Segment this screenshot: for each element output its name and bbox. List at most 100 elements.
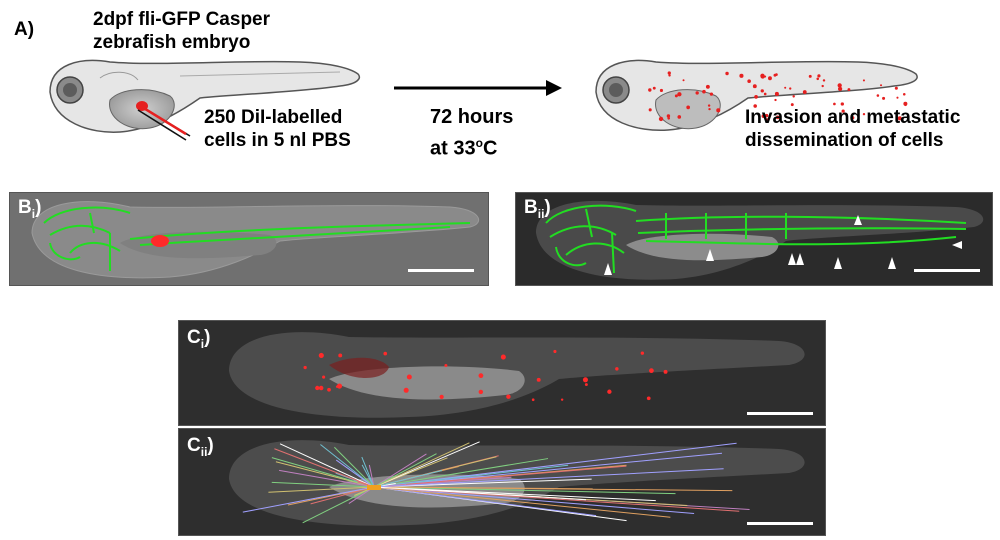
cell-dot [752, 84, 757, 89]
migration-track [373, 486, 597, 517]
cell-dot [648, 88, 652, 92]
panel-cii-sub: ii [200, 444, 208, 459]
cell-dot [506, 394, 511, 399]
cell-dot [318, 352, 324, 359]
cell-dot [667, 117, 670, 120]
migration-track [302, 486, 375, 524]
migration-track [279, 443, 375, 488]
cell-dot [667, 71, 671, 75]
cell-dot [753, 104, 757, 108]
cell-dot [652, 86, 656, 90]
migration-track [373, 478, 592, 488]
migration-track [373, 486, 587, 501]
time-line-1: 72 hours [430, 106, 514, 128]
migration-track [373, 486, 695, 514]
cell-dot [686, 105, 690, 110]
cell-dot [327, 387, 331, 392]
arrow-right-icon [394, 80, 562, 96]
cell-dot [816, 77, 820, 81]
panel-bi-label: Bi) [18, 197, 41, 221]
migration-track [361, 464, 375, 488]
migration-track [373, 453, 427, 488]
cell-dot [896, 96, 899, 99]
migration-track [373, 469, 443, 488]
cell-dot [658, 116, 664, 122]
cell-dot [659, 88, 664, 93]
cell-dot [695, 91, 699, 95]
inject-line-2: cells in 5 nl PBS [204, 130, 351, 151]
cell-dot [768, 76, 772, 81]
panel-bii-label: Bii) [524, 197, 551, 221]
cell-dot [716, 108, 721, 113]
cell-dot [584, 383, 588, 387]
cell-dot [841, 109, 845, 113]
cell-dot [840, 102, 844, 106]
cell-dot [760, 89, 764, 93]
cell-dot [607, 389, 612, 394]
scale-bar [408, 269, 474, 272]
cell-dot [789, 87, 792, 90]
title-line-1: 2dpf fli-GFP Casper [93, 9, 271, 30]
cell-dot [817, 74, 821, 78]
cell-dot [439, 394, 444, 399]
cell-dot [318, 385, 324, 391]
cell-dot [478, 373, 484, 379]
panel-cii-main: C [187, 435, 201, 456]
migration-track [373, 464, 569, 488]
cell-dot [792, 95, 795, 98]
migration-track [271, 457, 375, 488]
migration-track [373, 458, 549, 488]
cell-dot [876, 94, 880, 97]
result-line-1: Invasion and metastatic [745, 107, 961, 128]
cell-dot [666, 114, 671, 118]
cell-dot [640, 351, 645, 355]
migration-track [279, 469, 375, 488]
cell-dot [335, 385, 339, 388]
cell-dot [336, 383, 343, 389]
panel-ci-label: Ci) [187, 327, 210, 351]
migration-track [242, 486, 375, 513]
cell-dot [763, 92, 767, 96]
embryo-drawing-before [49, 59, 361, 141]
migration-track [373, 442, 470, 488]
migration-track [368, 464, 375, 488]
cell-dot [303, 365, 307, 370]
cell-dot [822, 79, 826, 82]
cell-dot [897, 116, 902, 121]
migration-track [274, 448, 375, 488]
cell-dot [775, 115, 780, 120]
panel-bii-sub: ii [537, 206, 545, 221]
migration-track [320, 444, 375, 488]
cell-dot [847, 88, 851, 92]
cell-dot [702, 89, 706, 94]
cell-dot [765, 118, 770, 123]
cell-dot [677, 92, 682, 97]
panel-ci-close: ) [204, 327, 211, 348]
scale-bar [914, 269, 980, 272]
time-suffix: C [482, 137, 498, 160]
scale-bar [747, 412, 813, 415]
cell-dot [904, 103, 907, 107]
cell-dot [615, 367, 619, 371]
migration-track [373, 486, 676, 495]
embryo-drawing-after [595, 59, 918, 131]
cell-dot [773, 73, 777, 77]
micrograph-ci: Ci) [178, 320, 826, 426]
cell-dot [646, 396, 651, 401]
cell-dot [478, 389, 484, 395]
panel-bii-close: ) [544, 197, 551, 218]
cell-dot [882, 96, 886, 100]
title-line-2: zebrafish embryo [93, 32, 251, 53]
cell-dot [802, 90, 807, 94]
cell-dot [674, 94, 678, 98]
cell-dot [531, 398, 535, 402]
migration-track [373, 486, 656, 502]
incubation-text: 72 hours at 33oC [430, 104, 513, 162]
migration-track [373, 486, 593, 490]
panel-cii-close: ) [207, 435, 214, 456]
cell-dot [725, 71, 729, 76]
cell-dot [862, 79, 865, 82]
cell-dot [821, 84, 824, 88]
cell-dot [808, 74, 812, 78]
panel-ci-sub: i [200, 336, 205, 351]
